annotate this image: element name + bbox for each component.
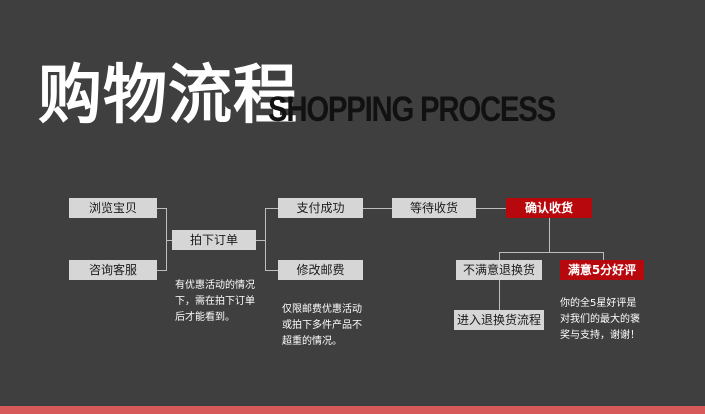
connector bbox=[363, 208, 392, 209]
order-note: 有优惠活动的情况 下，需在拍下订单 后才能看到。 bbox=[175, 278, 255, 326]
connector bbox=[265, 270, 278, 271]
note-line: 超重的情况。 bbox=[282, 336, 342, 347]
step-browse: 浏览宝贝 bbox=[69, 198, 157, 218]
connector bbox=[166, 240, 172, 241]
praise-note: 你的全5星好评是 对我们的最大的褒 奖与支持，谢谢！ bbox=[560, 296, 640, 344]
step-wait-receipt: 等待收货 bbox=[392, 198, 476, 218]
step-unsatisfied: 不满意退换货 bbox=[456, 260, 542, 280]
step-return-flow: 进入退换货流程 bbox=[454, 310, 544, 330]
connector bbox=[499, 252, 604, 253]
step-satisfied: 满意5分好评 bbox=[560, 260, 644, 280]
step-pay-success: 支付成功 bbox=[278, 198, 363, 218]
note-line: 仅限邮费优惠活动 bbox=[282, 304, 362, 315]
note-line: 对我们的最大的褒 bbox=[560, 314, 640, 325]
connector bbox=[603, 252, 604, 260]
step-modify-postage: 修改邮费 bbox=[278, 260, 363, 280]
connector bbox=[265, 208, 278, 209]
connector bbox=[157, 208, 167, 209]
connector bbox=[476, 208, 506, 209]
note-line: 你的全5星好评是 bbox=[560, 298, 637, 309]
step-confirm-receipt: 确认收货 bbox=[506, 198, 592, 218]
note-line: 下，需在拍下订单 bbox=[175, 296, 255, 307]
connector bbox=[499, 280, 500, 310]
note-line: 或拍下多件产品不 bbox=[282, 320, 362, 331]
page-title-en: SHOPPING PROCESS bbox=[268, 90, 556, 129]
step-order: 拍下订单 bbox=[172, 230, 256, 250]
note-line: 奖与支持，谢谢！ bbox=[560, 330, 640, 341]
page-title-cn: 购物流程 bbox=[38, 59, 298, 133]
connector bbox=[549, 218, 550, 252]
connector bbox=[166, 208, 167, 271]
bottom-accent-bar bbox=[0, 406, 705, 414]
connector bbox=[157, 270, 167, 271]
note-line: 后才能看到。 bbox=[175, 312, 235, 323]
step-consult: 咨询客服 bbox=[69, 260, 157, 280]
note-line: 有优惠活动的情况 bbox=[175, 280, 255, 291]
connector bbox=[265, 208, 266, 271]
connector bbox=[256, 240, 266, 241]
postage-note: 仅限邮费优惠活动 或拍下多件产品不 超重的情况。 bbox=[282, 302, 362, 350]
connector bbox=[499, 252, 500, 260]
